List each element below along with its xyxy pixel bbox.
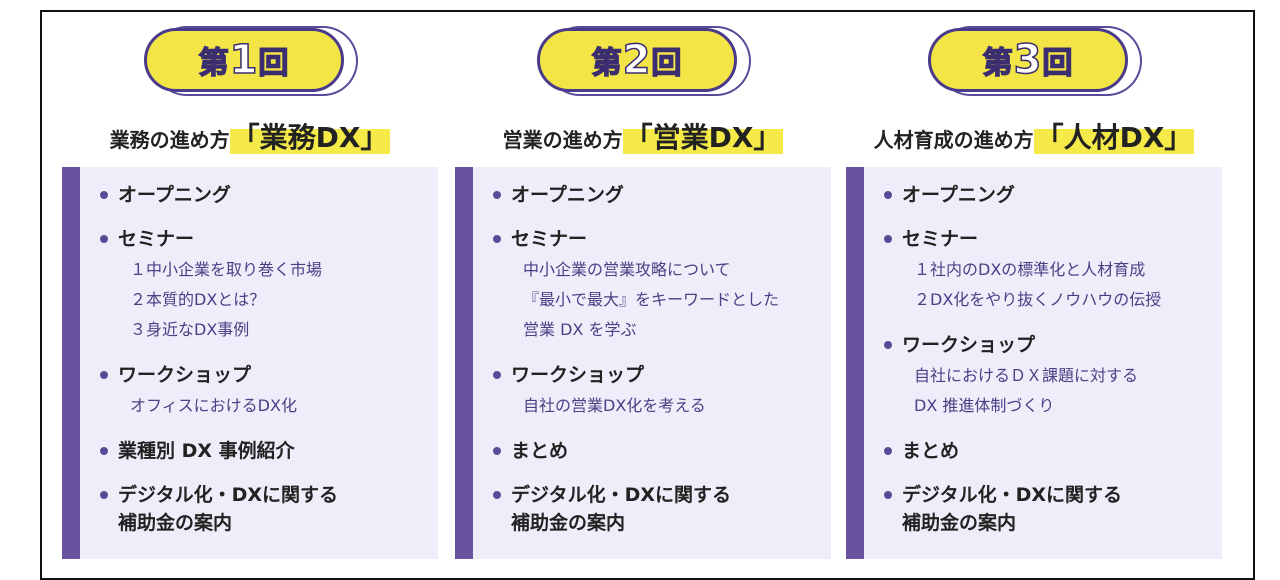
bullet-icon: [493, 447, 501, 455]
agenda-subitem: 中小企業の営業攻略について: [523, 260, 731, 279]
bullet-icon: [100, 491, 108, 499]
badge-suffix: 回: [1042, 45, 1074, 82]
agenda-item: オープニング: [100, 181, 438, 209]
bullet-icon: [100, 235, 108, 243]
title-highlight: 「業務DX」: [229, 121, 391, 154]
agenda-item: デジタル化・DXに関する補助金の案内: [100, 481, 438, 537]
bullet-icon: [100, 371, 108, 379]
agenda-item: ワークショップ自社におけるＤＸ課題に対する DX 推進体制づくり: [884, 331, 1222, 421]
badge-number: 2: [622, 36, 652, 84]
title-text: 営業の進め方: [502, 128, 623, 152]
agenda-item: デジタル化・DXに関する補助金の案内: [884, 481, 1222, 537]
agenda-item: ワークショップオフィスにおけるDX化: [100, 361, 438, 421]
agenda-panel: オープニングセミナー １中小企業を取り巻く市場 ２本質的DXとは？ ３身近なDX事例ワ…: [62, 167, 438, 559]
badge-outline: [152, 26, 358, 96]
agenda-item-label: 業種別 DX 事例紹介: [118, 440, 295, 462]
agenda-item-label: オープニング: [511, 184, 624, 206]
bullet-icon: [100, 191, 108, 199]
bullet-icon: [493, 371, 501, 379]
agenda-item-label: ワークショップ: [902, 334, 1036, 356]
agenda-panel: オープニングセミナー １社内のDXの標準化と人材育成 ２DX化をやり抜くノウハウの伝…: [846, 167, 1222, 559]
badge-suffix: 回: [651, 45, 683, 82]
agenda-item: セミナー １中小企業を取り巻く市場 ２本質的DXとは？ ３身近なDX事例: [100, 225, 438, 345]
bullet-icon: [884, 447, 892, 455]
bullet-icon: [884, 235, 892, 243]
agenda-subitem: オフィスにおけるDX化: [130, 396, 297, 415]
agenda-item: まとめ: [884, 437, 1222, 465]
title-text: 業務の進め方: [109, 128, 230, 152]
bullet-icon: [884, 491, 892, 499]
agenda-item: ワークショップ自社の営業DX化を考える: [493, 361, 831, 421]
agenda-subitem: １中小企業を取り巻く市場: [130, 260, 323, 279]
bullet-icon: [884, 341, 892, 349]
agenda-item: デジタル化・DXに関する補助金の案内: [493, 481, 831, 537]
session-title: 業務の進め方「業務DX」: [62, 116, 438, 156]
title-text: 人材育成の進め方: [873, 128, 1034, 152]
title-highlight: 「営業DX」: [622, 121, 784, 154]
agenda-item-label: セミナー: [118, 228, 195, 250]
badge-prefix: 第: [591, 45, 623, 82]
agenda-item-label: ワークショップ: [511, 364, 645, 386]
badge-prefix: 第: [198, 45, 230, 82]
badge-outline: [545, 26, 751, 96]
agenda-item-label-cont: 補助金の案内: [511, 512, 626, 534]
agenda-item-label: まとめ: [511, 440, 569, 462]
agenda-item: セミナー中小企業の営業攻略について『最小で最大』をキーワードとした営業 DX を…: [493, 225, 831, 345]
agenda-item-label: まとめ: [902, 440, 960, 462]
agenda-subitem: ３身近なDX事例: [130, 320, 250, 339]
badge-number: 3: [1013, 36, 1043, 84]
agenda-subitem: DX 推進体制づくり: [914, 396, 1055, 415]
agenda-subitem: 自社の営業DX化を考える: [523, 396, 706, 415]
badge-number: 1: [229, 36, 259, 84]
bullet-icon: [493, 191, 501, 199]
agenda-item-label: デジタル化・DXに関する: [511, 484, 732, 506]
badge-suffix: 回: [258, 45, 290, 82]
agenda-item-label: オープニング: [118, 184, 231, 206]
bullet-icon: [493, 235, 501, 243]
agenda-item-label: セミナー: [902, 228, 979, 250]
agenda-item-label-cont: 補助金の案内: [902, 512, 1017, 534]
agenda-item: オープニング: [493, 181, 831, 209]
bullet-icon: [100, 447, 108, 455]
agenda-item-label: ワークショップ: [118, 364, 252, 386]
agenda-subitem: ２本質的DXとは？: [130, 290, 266, 309]
agenda-item-label: デジタル化・DXに関する: [118, 484, 339, 506]
agenda-item: オープニング: [884, 181, 1222, 209]
agenda-subitem: 『最小で最大』をキーワードとした: [523, 290, 780, 309]
agenda-item: まとめ: [493, 437, 831, 465]
title-highlight: 「人材DX」: [1033, 121, 1195, 154]
agenda-item: セミナー １社内のDXの標準化と人材育成 ２DX化をやり抜くノウハウの伝授: [884, 225, 1222, 315]
session-title: 人材育成の進め方「人材DX」: [846, 116, 1222, 156]
bullet-icon: [884, 191, 892, 199]
agenda-item-label: セミナー: [511, 228, 588, 250]
badge-outline: [936, 26, 1142, 96]
session-title: 営業の進め方「営業DX」: [455, 116, 831, 156]
agenda-panel: オープニングセミナー中小企業の営業攻略について『最小で最大』をキーワードとした営…: [455, 167, 831, 559]
agenda-item: 業種別 DX 事例紹介: [100, 437, 438, 465]
bullet-icon: [493, 491, 501, 499]
agenda-subitem: 営業 DX を学ぶ: [523, 320, 637, 339]
agenda-subitem: 自社におけるＤＸ課題に対する: [914, 366, 1139, 385]
agenda-item-label: オープニング: [902, 184, 1015, 206]
agenda-subitem: ２DX化をやり抜くノウハウの伝授: [914, 290, 1162, 309]
agenda-item-label: デジタル化・DXに関する: [902, 484, 1123, 506]
agenda-item-label-cont: 補助金の案内: [118, 512, 233, 534]
agenda-subitem: １社内のDXの標準化と人材育成: [914, 260, 1146, 279]
badge-prefix: 第: [982, 45, 1014, 82]
